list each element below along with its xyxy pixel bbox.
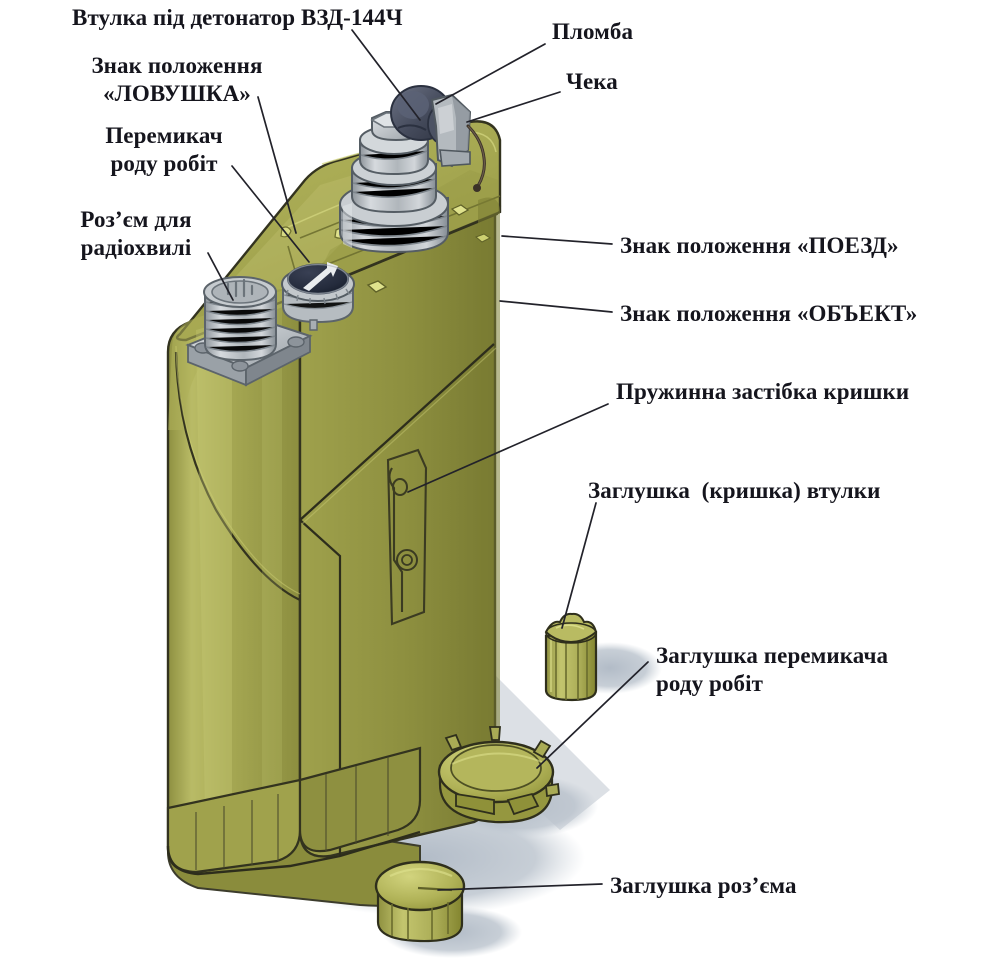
label-cover-spring-latch: Пружинна застібка кришки xyxy=(616,378,996,406)
position-mark-obiekt xyxy=(366,280,388,293)
leader-lines xyxy=(207,29,649,891)
mine-body xyxy=(166,85,502,907)
leader-connector-cap xyxy=(437,883,603,891)
leader-detonator-socket xyxy=(351,29,421,121)
label-mark-obiekt-line-0: Знак положення «ОБЪЕКТ» xyxy=(620,301,918,326)
label-mark-poezd-line-0: Знак положення «ПОЕЗД» xyxy=(620,233,899,258)
label-mode-selector: Перемикач роду робіт xyxy=(64,122,264,178)
label-socket-cap: Заглушка (кришка) втулки xyxy=(588,477,968,505)
leader-mark-poezd xyxy=(501,235,613,245)
connector-cap xyxy=(374,860,466,943)
label-pin-line-0: Чека xyxy=(566,69,618,94)
leader-seal xyxy=(435,43,546,105)
socket-cap xyxy=(544,612,598,702)
label-radio-connector: Роз’єм для радіохвилі xyxy=(38,206,234,262)
selector-cap xyxy=(437,726,560,824)
label-seal: Пломба xyxy=(552,18,752,46)
leader-socket-cap xyxy=(561,502,597,629)
label-mark-lovushka: Знак положення «ЛОВУШКА» xyxy=(52,52,302,108)
leader-radio-connector xyxy=(207,252,234,301)
mode-selector-dial xyxy=(281,262,355,331)
label-radio-connector-line-1: радіохвилі xyxy=(80,235,192,261)
radio-connector xyxy=(185,276,313,387)
label-detonator-socket: Втулка під детонатор ВЗД-144Ч xyxy=(72,4,492,32)
label-radio-connector-line-0: Роз’єм для xyxy=(80,207,192,232)
label-selector-cap-line-0: Заглушка перемикача xyxy=(656,643,889,668)
label-cover-spring-latch-line-0: Пружинна застібка кришки xyxy=(616,379,910,404)
label-selector-cap-line-1: роду робіт xyxy=(656,671,763,697)
leader-mode-selector xyxy=(231,165,310,263)
label-mode-selector-line-1: роду робіт xyxy=(110,151,218,177)
leader-mark-obiekt xyxy=(499,300,613,313)
top-plate-rivets xyxy=(450,204,491,243)
label-detonator-socket-line-0: Втулка під детонатор ВЗД-144Ч xyxy=(72,5,403,30)
leader-pin xyxy=(466,91,561,123)
leader-selector-cap xyxy=(536,661,649,769)
label-mark-obiekt: Знак положення «ОБЪЕКТ» xyxy=(620,300,990,328)
label-mark-lovushka-line-0: Знак положення xyxy=(91,53,263,78)
label-connector-cap: Заглушка роз’єма xyxy=(610,872,910,900)
label-selector-cap: Заглушка перемикача роду робіт xyxy=(656,642,986,698)
label-seal-line-0: Пломба xyxy=(552,19,634,44)
label-mode-selector-line-0: Перемикач xyxy=(105,123,223,148)
leader-cover-latch xyxy=(407,403,609,493)
label-socket-cap-line-0: Заглушка (кришка) втулки xyxy=(588,478,881,503)
label-pin: Чека xyxy=(566,68,766,96)
label-mark-lovushka-line-1: «ЛОВУШКА» xyxy=(103,81,251,107)
label-connector-cap-line-0: Заглушка роз’єма xyxy=(610,873,797,898)
label-mark-poezd: Знак положення «ПОЕЗД» xyxy=(620,232,990,260)
cover-spring-latch xyxy=(386,448,428,626)
safety-pin xyxy=(430,93,486,192)
leader-mark-lovushka xyxy=(257,96,297,234)
